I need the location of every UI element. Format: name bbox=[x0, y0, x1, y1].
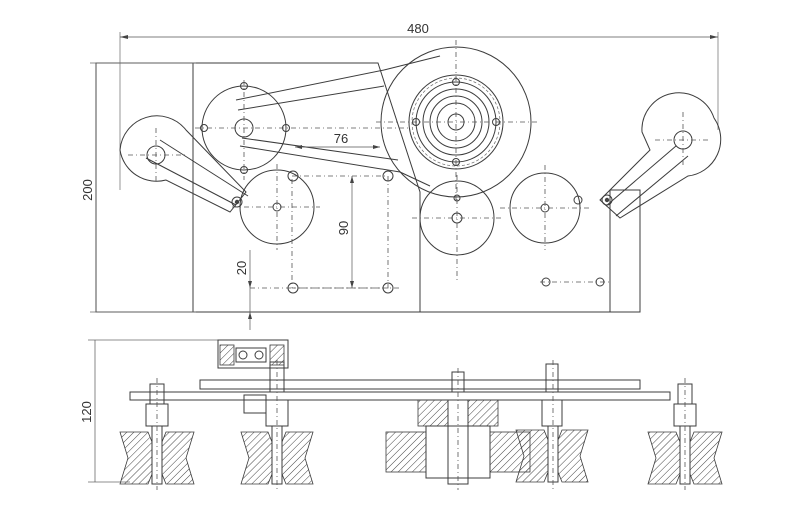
dimension-label-20: 20 bbox=[234, 261, 249, 275]
drive-belt bbox=[235, 55, 441, 187]
dimension-label-200: 200 bbox=[80, 179, 95, 201]
right-swing-arm bbox=[599, 92, 722, 219]
dimension-vertical-spacing: 90 bbox=[336, 176, 354, 288]
base-plate bbox=[95, 62, 194, 313]
upper-plate bbox=[199, 379, 641, 390]
dimension-elevation-height: 120 bbox=[79, 340, 96, 482]
bearing-housing bbox=[217, 339, 289, 369]
roller-right bbox=[500, 165, 590, 250]
fourth-roller-assembly bbox=[515, 360, 589, 490]
elevation-view: 120 bbox=[79, 339, 723, 490]
left-roller-assembly bbox=[119, 378, 195, 490]
mounting-hole-pattern bbox=[250, 170, 610, 294]
dimension-label-120: 120 bbox=[79, 401, 94, 423]
center-drive-assembly bbox=[385, 368, 531, 490]
roller-left bbox=[232, 164, 320, 250]
small-pulley bbox=[195, 80, 410, 180]
right-roller-assembly bbox=[647, 378, 723, 490]
plan-view: 480 200 bbox=[80, 21, 722, 330]
dimension-bottom-offset: 20 bbox=[234, 250, 252, 330]
left-swing-arm bbox=[119, 115, 249, 213]
second-roller-assembly bbox=[240, 360, 314, 490]
dimension-label-480: 480 bbox=[407, 21, 429, 36]
dimension-label-90: 90 bbox=[336, 221, 351, 235]
dimension-label-76: 76 bbox=[334, 131, 348, 146]
dimension-plan-height: 200 bbox=[80, 63, 97, 312]
main-pulley bbox=[376, 40, 540, 200]
dimension-pulley-spacing: 76 bbox=[295, 131, 380, 149]
lower-plate bbox=[129, 391, 671, 401]
roller-center bbox=[412, 175, 502, 280]
dimension-overall-width: 480 bbox=[120, 21, 718, 39]
